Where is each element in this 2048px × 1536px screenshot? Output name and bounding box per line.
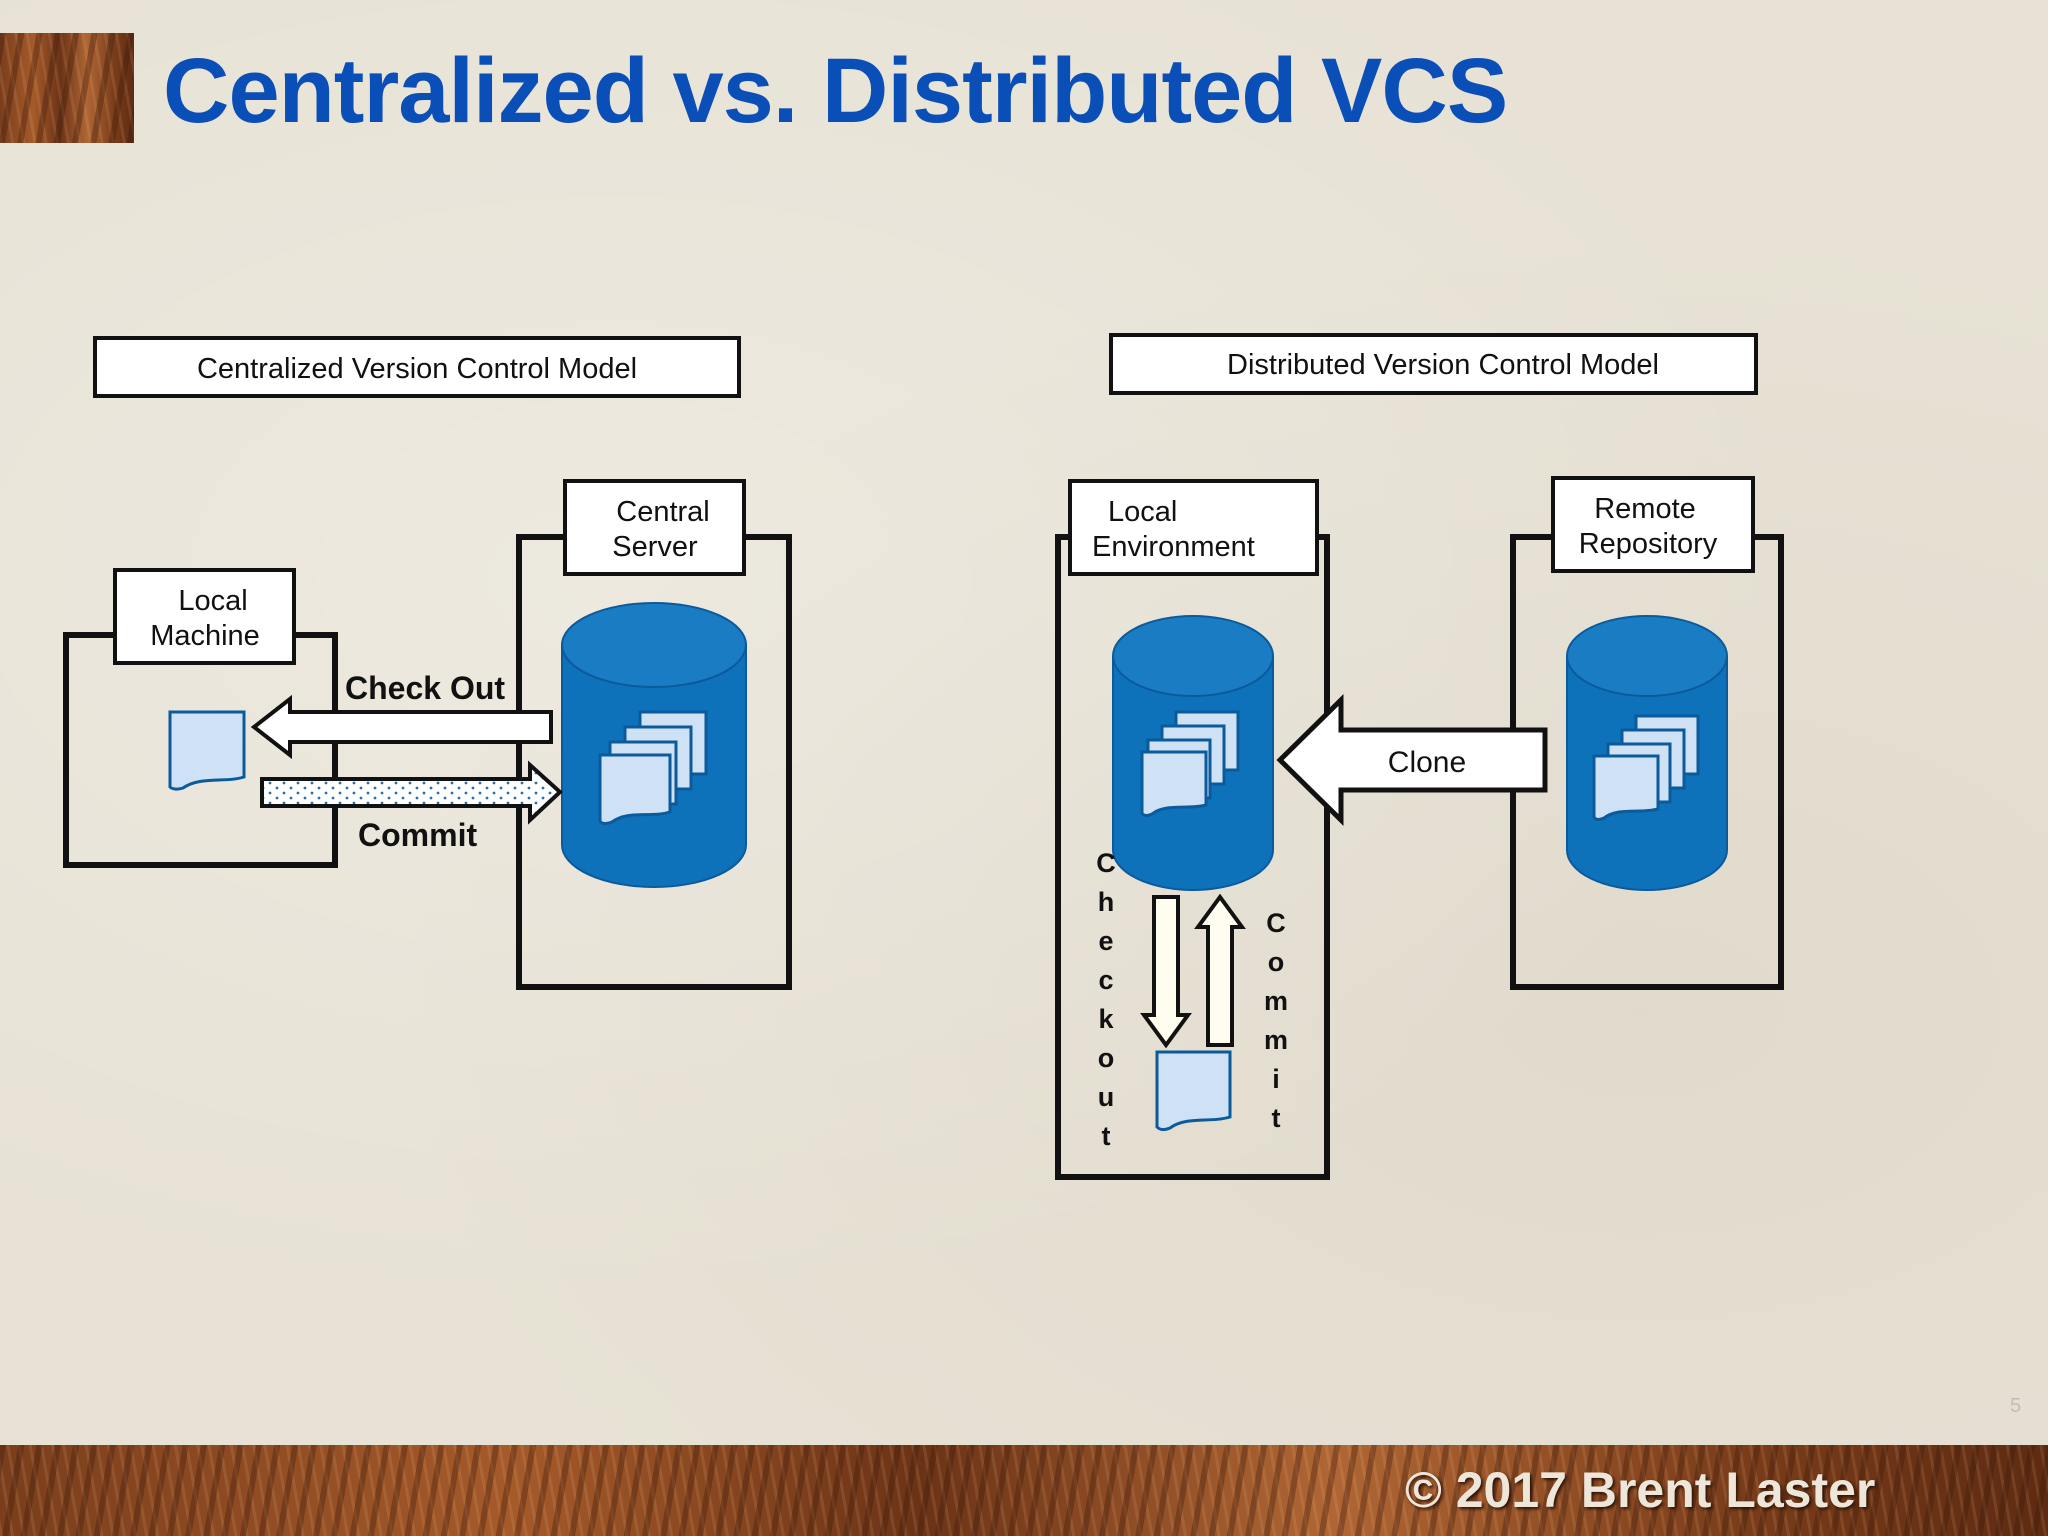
checkout-letter: u [1098, 1082, 1115, 1112]
commit-letter: o [1268, 947, 1285, 977]
checkout-letter: o [1098, 1043, 1115, 1073]
local-machine-label-box [113, 568, 296, 665]
slide-title: Centralized vs. Distributed VCS [163, 40, 1508, 142]
check-out-label: Check Out [345, 670, 505, 706]
copyright-notice: © 2017 Brent Laster [1405, 1462, 1876, 1518]
centralized-model: Centralized Version Control Model Local … [63, 336, 792, 990]
checkout-vertical-label: C h e c k o u t [1096, 848, 1116, 1151]
distributed-model-label: Distributed Version Control Model [1227, 349, 1659, 381]
checkout-letter: k [1098, 1004, 1114, 1034]
local-environment-label-line2: Environment [1092, 531, 1255, 563]
remote-repository-label-line2: Repository [1579, 528, 1718, 560]
commit-letter: C [1266, 908, 1286, 938]
check-out-arrow [250, 694, 553, 760]
page-number: 5 [2010, 1395, 2022, 1417]
distributed-model: Distributed Version Control Model Local … [1055, 333, 1784, 1180]
vcs-diagram: Centralized Version Control Model Local … [63, 333, 1784, 1180]
remote-repository-label-line1: Remote [1594, 493, 1696, 525]
remote-files-stack-icon [1592, 714, 1700, 822]
clone-arrow [1276, 694, 1548, 826]
checkout-letter: c [1098, 965, 1113, 995]
local-file-icon [168, 710, 246, 791]
commit-letter: i [1272, 1064, 1280, 1094]
central-server-label-box [563, 479, 746, 576]
checkout-letter: h [1098, 887, 1115, 917]
local-commit-arrow [1194, 893, 1246, 1047]
distributed-model-label-box [1109, 333, 1758, 395]
commit-letter: t [1272, 1103, 1281, 1133]
commit-vertical-label: C o m m i t [1264, 908, 1288, 1133]
local-machine-label-line2: Machine [150, 620, 260, 652]
local-machine-label-line1: Local [178, 585, 247, 617]
clone-label: Clone [1388, 746, 1466, 779]
remote-repository-label-box [1551, 476, 1755, 573]
wood-footer-bar [0, 1445, 2048, 1536]
wood-corner-decoration [0, 33, 134, 143]
central-files-stack-icon [598, 710, 708, 826]
working-file-icon [1155, 1050, 1232, 1132]
centralized-model-label: Centralized Version Control Model [197, 353, 637, 385]
local-files-stack-icon [1140, 710, 1240, 818]
commit-arrow [260, 760, 563, 825]
local-environment-label-line1: Local [1108, 496, 1177, 528]
centralized-model-label-box [93, 336, 741, 398]
local-environment-label-box [1068, 479, 1319, 576]
checkout-letter: C [1096, 848, 1116, 878]
checkout-letter: t [1102, 1121, 1111, 1151]
central-server-label-line2: Server [612, 531, 698, 563]
commit-letter: m [1264, 1025, 1288, 1055]
local-checkout-arrow [1140, 895, 1192, 1049]
commit-label: Commit [358, 817, 477, 853]
checkout-letter: e [1098, 926, 1113, 956]
commit-letter: m [1264, 986, 1288, 1016]
central-server-label-line1: Central [616, 496, 710, 528]
